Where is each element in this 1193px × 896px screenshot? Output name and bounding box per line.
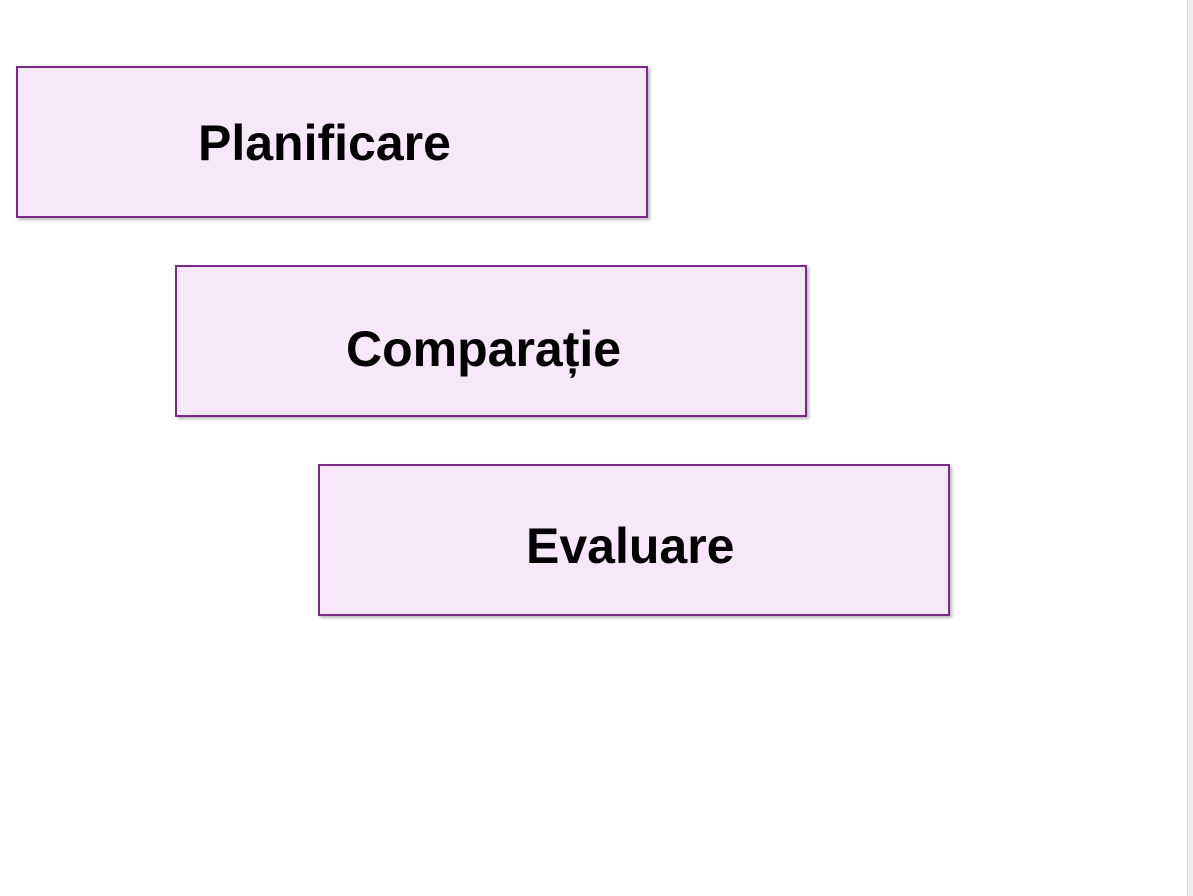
step-box-evaluare: Evaluare bbox=[318, 464, 950, 616]
step-box-comparatie: Comparație bbox=[175, 265, 807, 417]
step-box-planificare: Planificare bbox=[16, 66, 648, 218]
step-label-evaluare: Evaluare bbox=[526, 518, 735, 574]
step-label-planificare: Planificare bbox=[198, 115, 451, 171]
window-right-edge bbox=[1187, 0, 1193, 896]
step-label-comparatie: Comparație bbox=[346, 321, 622, 377]
